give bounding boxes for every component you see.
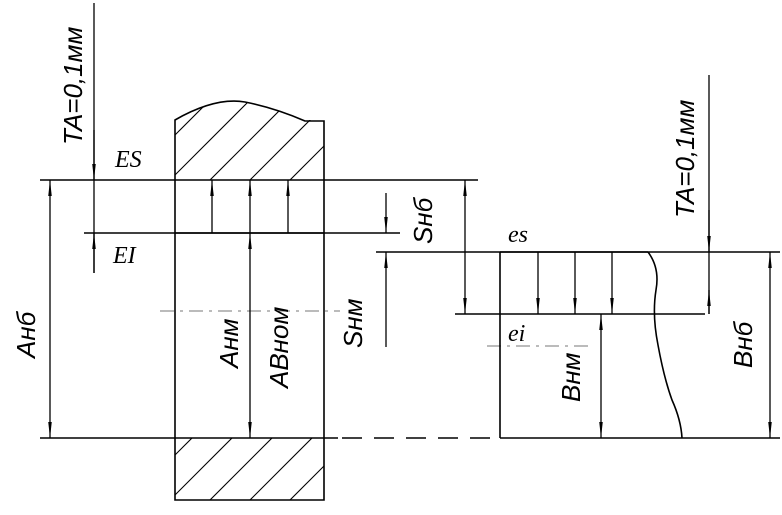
hole-part (174, 100, 325, 501)
a-nb-label: Aнб (11, 310, 41, 360)
ta-right-label: TA=0,1мм (670, 100, 700, 218)
a-nom-label: ABном (264, 307, 294, 390)
ei-lower-label: ei (508, 321, 525, 347)
dimension-lines (48, 3, 772, 438)
es-lower-label: es (508, 222, 528, 248)
s-nm-label: Sнм (338, 298, 368, 348)
ei-upper-label: EI (112, 243, 137, 269)
shaft-part (499, 251, 683, 439)
es-upper-label: ES (114, 147, 142, 173)
b-nm-label: Bнм (556, 352, 586, 402)
b-nb-label: Bнб (728, 320, 758, 368)
s-nb-label: Sнб (408, 196, 438, 244)
ta-left-label: TA=0,1мм (58, 27, 88, 145)
a-nm-label: Aнм (214, 318, 244, 370)
